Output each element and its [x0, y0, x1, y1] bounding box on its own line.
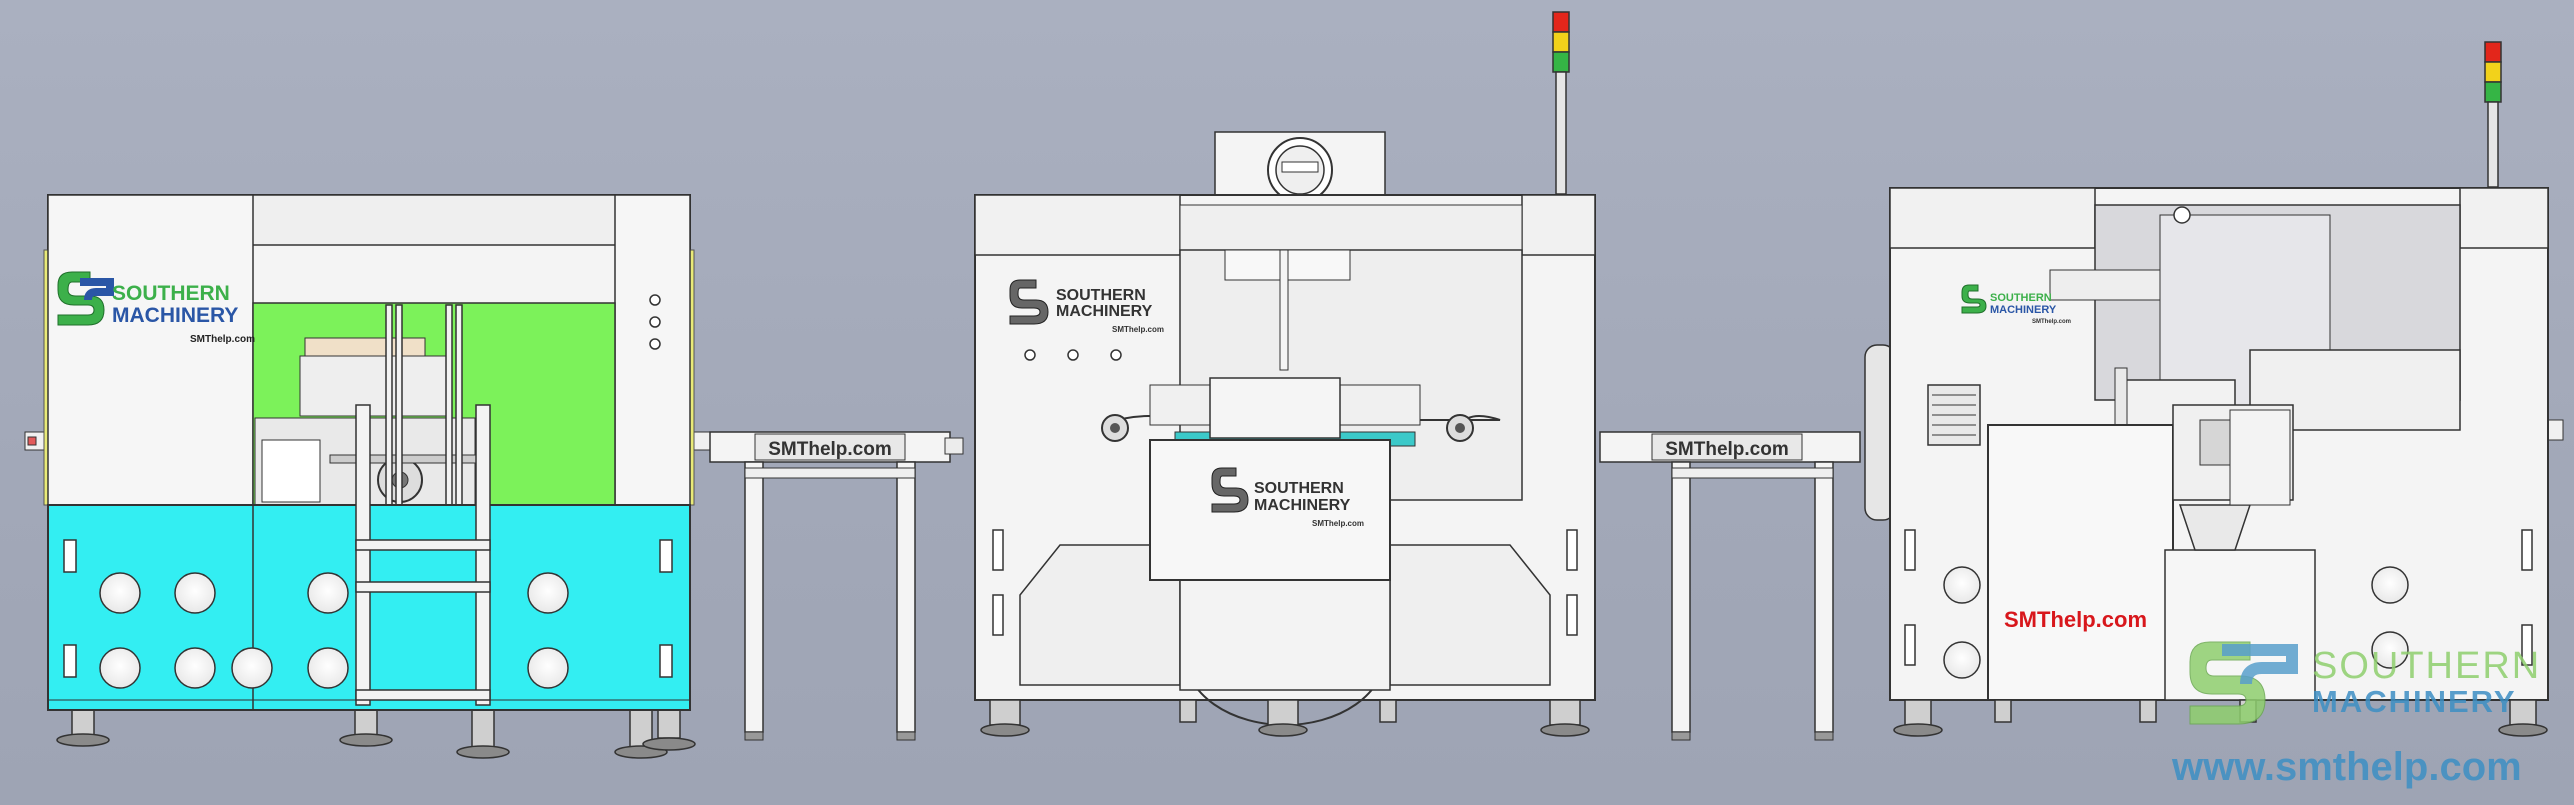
machine-1-logo-line1: SOUTHERN	[112, 282, 230, 305]
watermark-line1: SOUTHERN	[2312, 645, 2541, 687]
watermark-logo-icon	[2189, 641, 2298, 725]
machine-3-logo-line1: SOUTHERN	[1990, 292, 2052, 304]
machine-3: SMThelp.com SOUTHERN MACHINERY SMThelp.c…	[1864, 41, 2564, 737]
machine-2-logo-url: SMThelp.com	[1112, 325, 1164, 334]
machine-3-logo-line2: MACHINERY	[1990, 304, 2057, 316]
machine-1-logo-url: SMThelp.com	[190, 334, 255, 345]
machine-2-logo-line1: SOUTHERN	[1056, 287, 1146, 304]
conveyor-2: SMThelp.com	[1599, 431, 1861, 741]
machine-3-signal-tower	[2484, 41, 2502, 188]
watermark: SOUTHERN MACHINERY www.smthelp.com	[2171, 641, 2541, 789]
machine-2-center-logo-line2: MACHINERY	[1254, 497, 1351, 514]
machine-2-logo: SOUTHERN MACHINERY SMThelp.com	[1009, 279, 1164, 334]
machine-2-center-logo: SOUTHERN MACHINERY SMThelp.com	[1211, 467, 1364, 528]
machine-1: SOUTHERN MACHINERY SMThelp.com	[24, 194, 719, 759]
watermark-url: www.smthelp.com	[2171, 745, 2522, 789]
conveyor-1: SMThelp.com	[709, 431, 964, 741]
machine-2-signal-tower	[1552, 11, 1570, 195]
machine-1-feet	[56, 707, 696, 759]
machine-3-red-label: SMThelp.com	[2004, 607, 2147, 632]
machine-1-logo: SOUTHERN MACHINERY SMThelp.com	[57, 271, 255, 345]
machine-1-logo-line2: MACHINERY	[112, 304, 238, 327]
machine-2-center-logo-url: SMThelp.com	[1312, 519, 1364, 528]
watermark-line2: MACHINERY	[2312, 684, 2517, 719]
conveyor-2-label: SMThelp.com	[1665, 439, 1789, 460]
machine-2-logo-line2: MACHINERY	[1056, 303, 1153, 320]
machine-3-logo-url: SMThelp.com	[2032, 319, 2071, 325]
machine-3-logo: SOUTHERN MACHINERY SMThelp.com	[1961, 284, 2071, 325]
machine-2-feet	[980, 699, 1590, 737]
machine-2-center-logo-line1: SOUTHERN	[1254, 480, 1344, 497]
conveyor-1-label: SMThelp.com	[768, 439, 892, 460]
machine-2: SOUTHERN MACHINERY SMThelp.com SOUTHERN …	[974, 11, 1596, 737]
